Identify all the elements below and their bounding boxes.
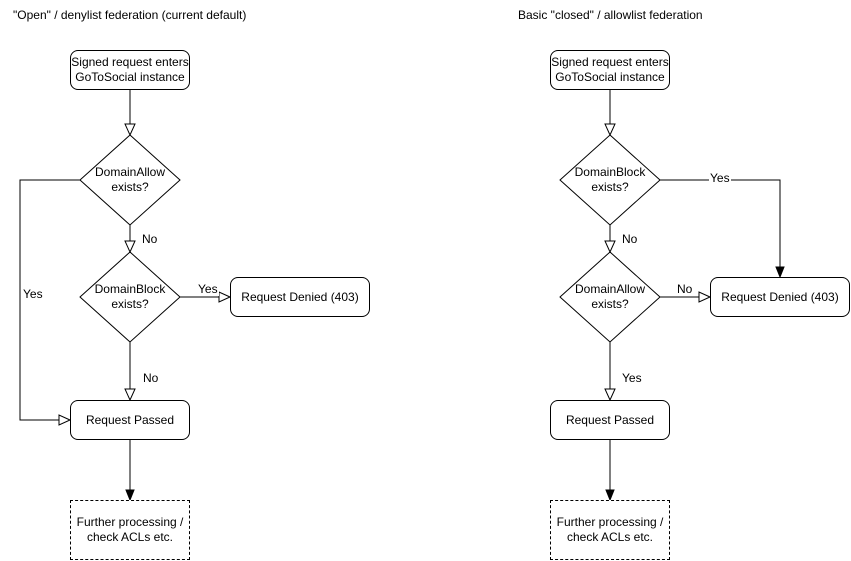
node-right-request-denied-text: Request Denied (403): [721, 289, 839, 304]
edge-label-right-decision1-no: No: [621, 232, 639, 246]
diagram-title-open-denylist: "Open" / denylist federation (current de…: [13, 8, 247, 22]
edge-label-right-decision2-no: No: [676, 282, 694, 296]
node-right-entry-line2: GoToSocial instance: [555, 70, 665, 84]
node-left-entry: Signed request enters GoToSocial instanc…: [70, 50, 190, 90]
node-left-request-passed-text: Request Passed: [85, 412, 175, 427]
decision-diamond-right-domainblock: [559, 134, 661, 226]
diagram-title-closed-allowlist: Basic "closed" / allowlist federation: [518, 8, 703, 22]
arrowhead-open-right-decision1: [604, 123, 616, 137]
edge-left-decision1-yes-loop: [19, 179, 80, 421]
node-left-entry-line2: GoToSocial instance: [75, 70, 185, 84]
arrowhead-solid-right-denied: [775, 266, 785, 279]
node-left-request-denied-text: Request Denied (403): [241, 289, 359, 304]
arrowhead-open-left-passed: [124, 388, 136, 402]
node-left-entry-line1: Signed request enters: [71, 55, 189, 69]
node-left-request-denied: Request Denied (403): [230, 277, 370, 317]
edge-label-left-decision1-no: No: [141, 232, 159, 246]
arrowhead-open-right-denied: [698, 291, 712, 303]
arrowhead-open-left-decision1: [124, 123, 136, 137]
arrowhead-solid-right-further: [605, 489, 615, 502]
edge-label-left-decision1-yes: Yes: [22, 287, 44, 301]
edge-right-decision1-yes-to-denied: [660, 179, 781, 268]
decision-diamond-left-domainblock: [79, 251, 181, 343]
node-right-request-denied: Request Denied (403): [710, 277, 850, 317]
edge-label-left-decision2-no: No: [142, 371, 160, 385]
arrowhead-open-right-passed: [604, 388, 616, 402]
node-left-request-passed: Request Passed: [70, 400, 190, 440]
node-right-request-passed-text: Request Passed: [565, 412, 655, 427]
node-left-further-processing-line1: Further processing /: [76, 515, 184, 529]
edge-label-left-decision2-yes: Yes: [197, 282, 219, 296]
node-right-further-processing-line1: Further processing /: [556, 515, 664, 529]
edge-label-right-decision1-yes: Yes: [709, 171, 731, 185]
arrowhead-open-left-denied: [218, 291, 232, 303]
node-left-further-processing-line2: check ACLs etc.: [86, 530, 174, 544]
node-right-entry-line1: Signed request enters: [551, 55, 669, 69]
arrowhead-open-left-decision2: [124, 240, 136, 254]
decision-diamond-left-domainallow: [79, 134, 181, 226]
arrowhead-open-left-loop: [58, 414, 72, 426]
node-right-further-processing: Further processing / check ACLs etc.: [550, 500, 670, 560]
node-right-request-passed: Request Passed: [550, 400, 670, 440]
node-right-further-processing-line2: check ACLs etc.: [566, 530, 654, 544]
arrowhead-open-right-decision2: [604, 240, 616, 254]
node-left-further-processing: Further processing / check ACLs etc.: [70, 500, 190, 560]
edge-label-right-decision2-yes: Yes: [621, 371, 643, 385]
node-right-entry: Signed request enters GoToSocial instanc…: [550, 50, 670, 90]
decision-diamond-right-domainallow: [559, 251, 661, 343]
arrowhead-solid-left-further: [125, 489, 135, 502]
